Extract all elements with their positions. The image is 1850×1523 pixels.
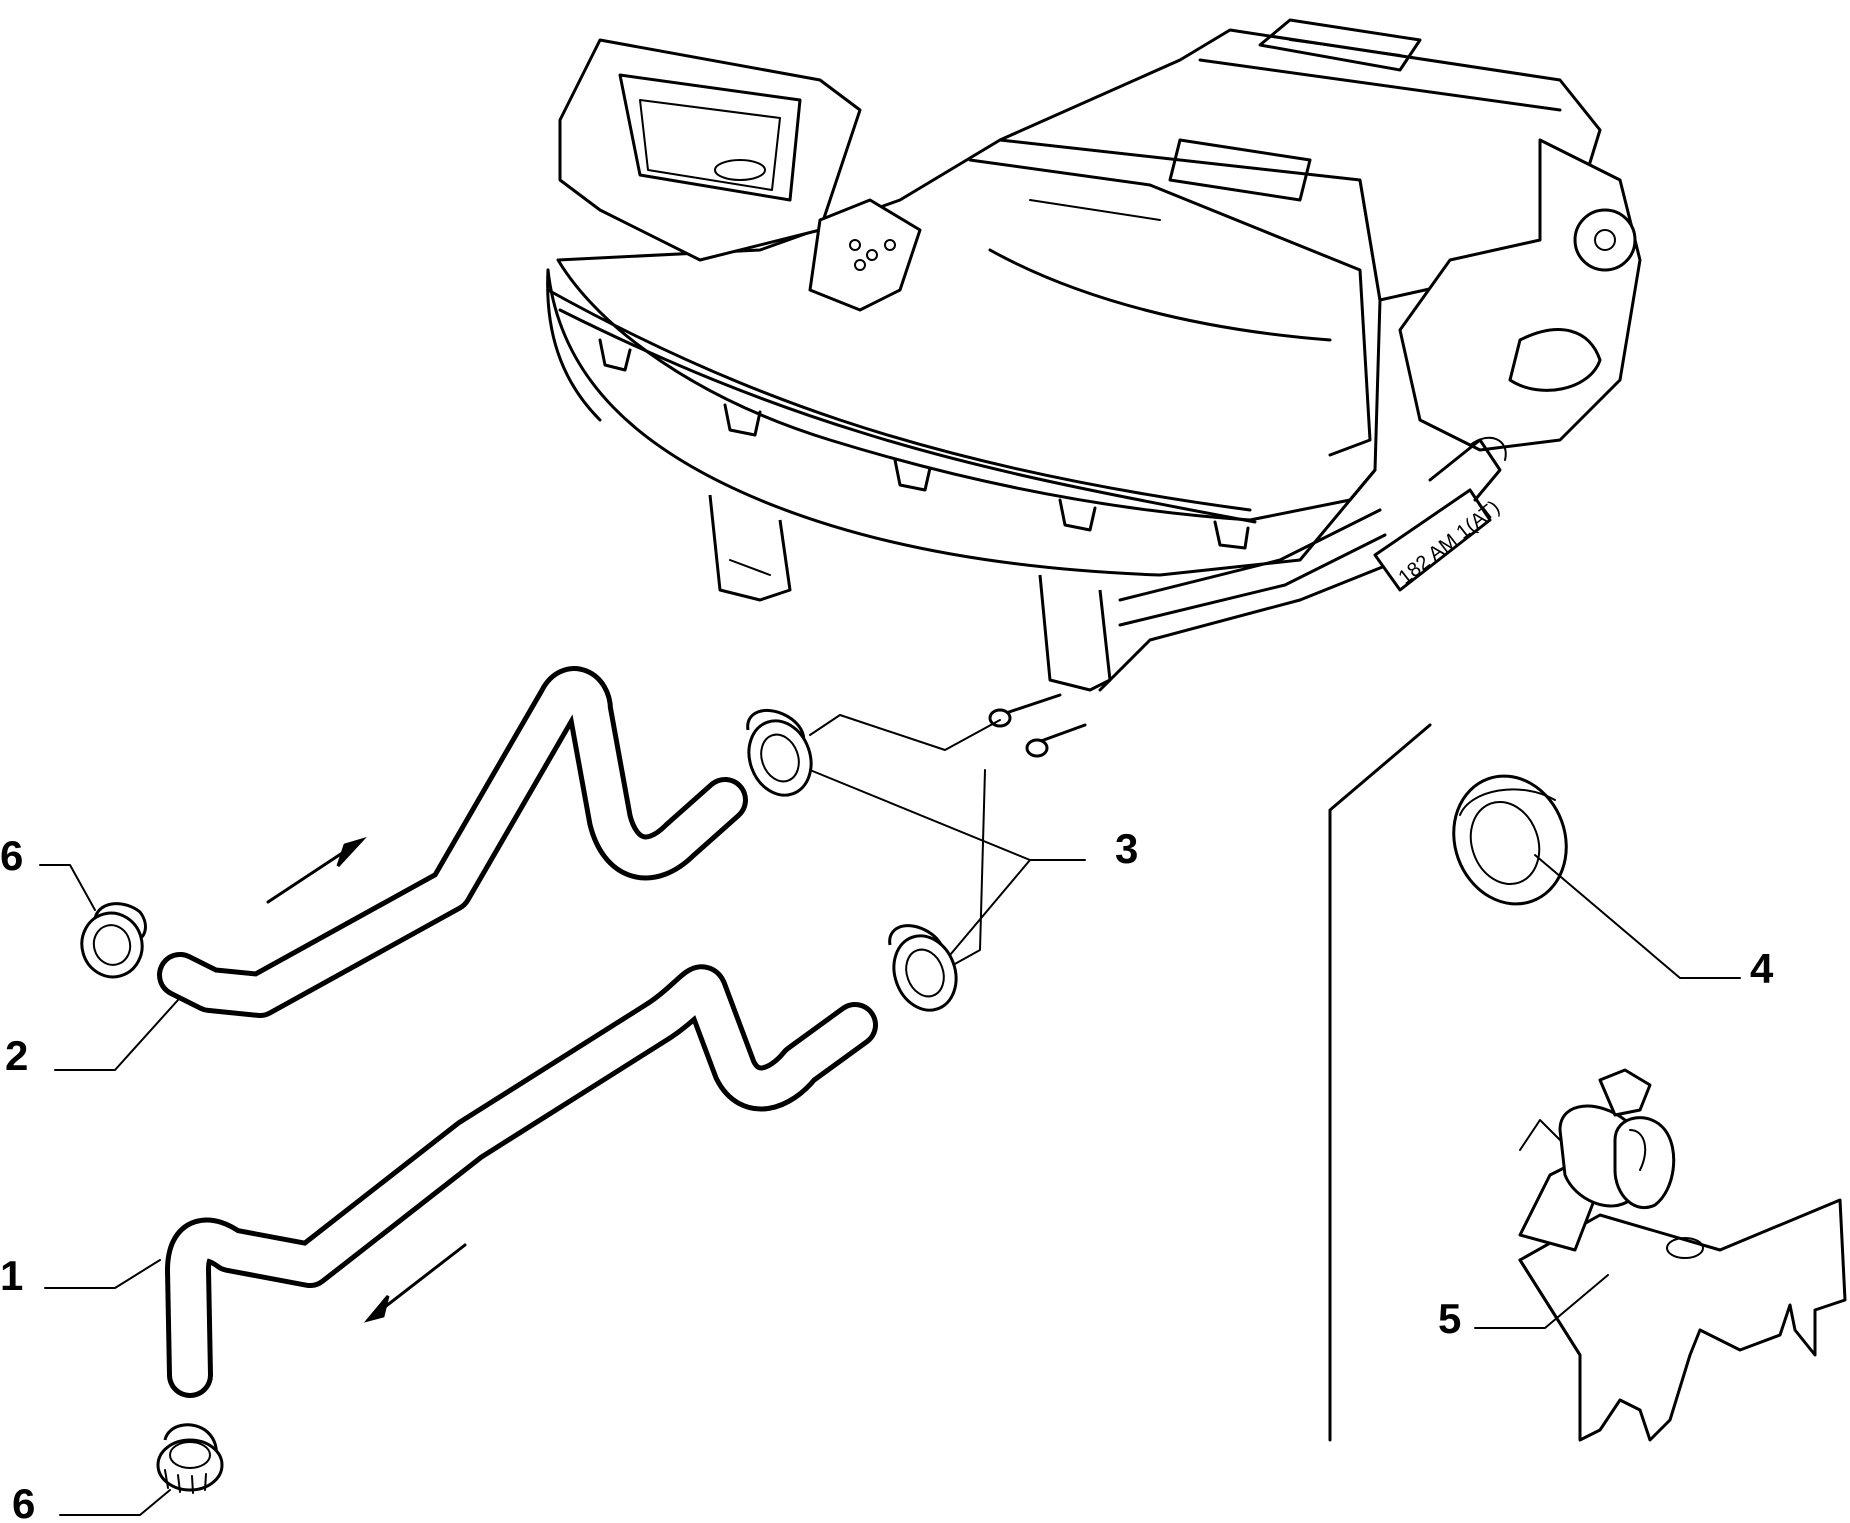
callout-4: 4 bbox=[1750, 945, 1774, 992]
clamp-6-bottom bbox=[156, 1423, 224, 1494]
flow-arrow-up bbox=[266, 837, 367, 904]
callout-5: 5 bbox=[1438, 1295, 1461, 1342]
callout-1: 1 bbox=[0, 1252, 23, 1299]
callout-3: 3 bbox=[1115, 825, 1138, 872]
callout-6-bottom: 6 bbox=[12, 1480, 35, 1523]
flow-arrow-down bbox=[363, 1243, 467, 1323]
seal-ring bbox=[1452, 774, 1568, 906]
bracket bbox=[1518, 1068, 1847, 1442]
rim-clips bbox=[598, 338, 1250, 550]
callout-6-top: 6 bbox=[0, 832, 23, 879]
hose-upper bbox=[157, 666, 748, 1018]
callout-2: 2 bbox=[5, 1032, 28, 1079]
clamp-6-left bbox=[80, 902, 147, 979]
clamp-3-top bbox=[746, 709, 813, 797]
clamp-3-bottom bbox=[888, 924, 958, 1012]
leader-lines bbox=[39, 769, 1741, 1516]
variant-separator bbox=[1328, 723, 1432, 1442]
heater-housing: 182 AM 1(AT) bbox=[546, 18, 1642, 758]
hose-lower bbox=[165, 964, 878, 1398]
